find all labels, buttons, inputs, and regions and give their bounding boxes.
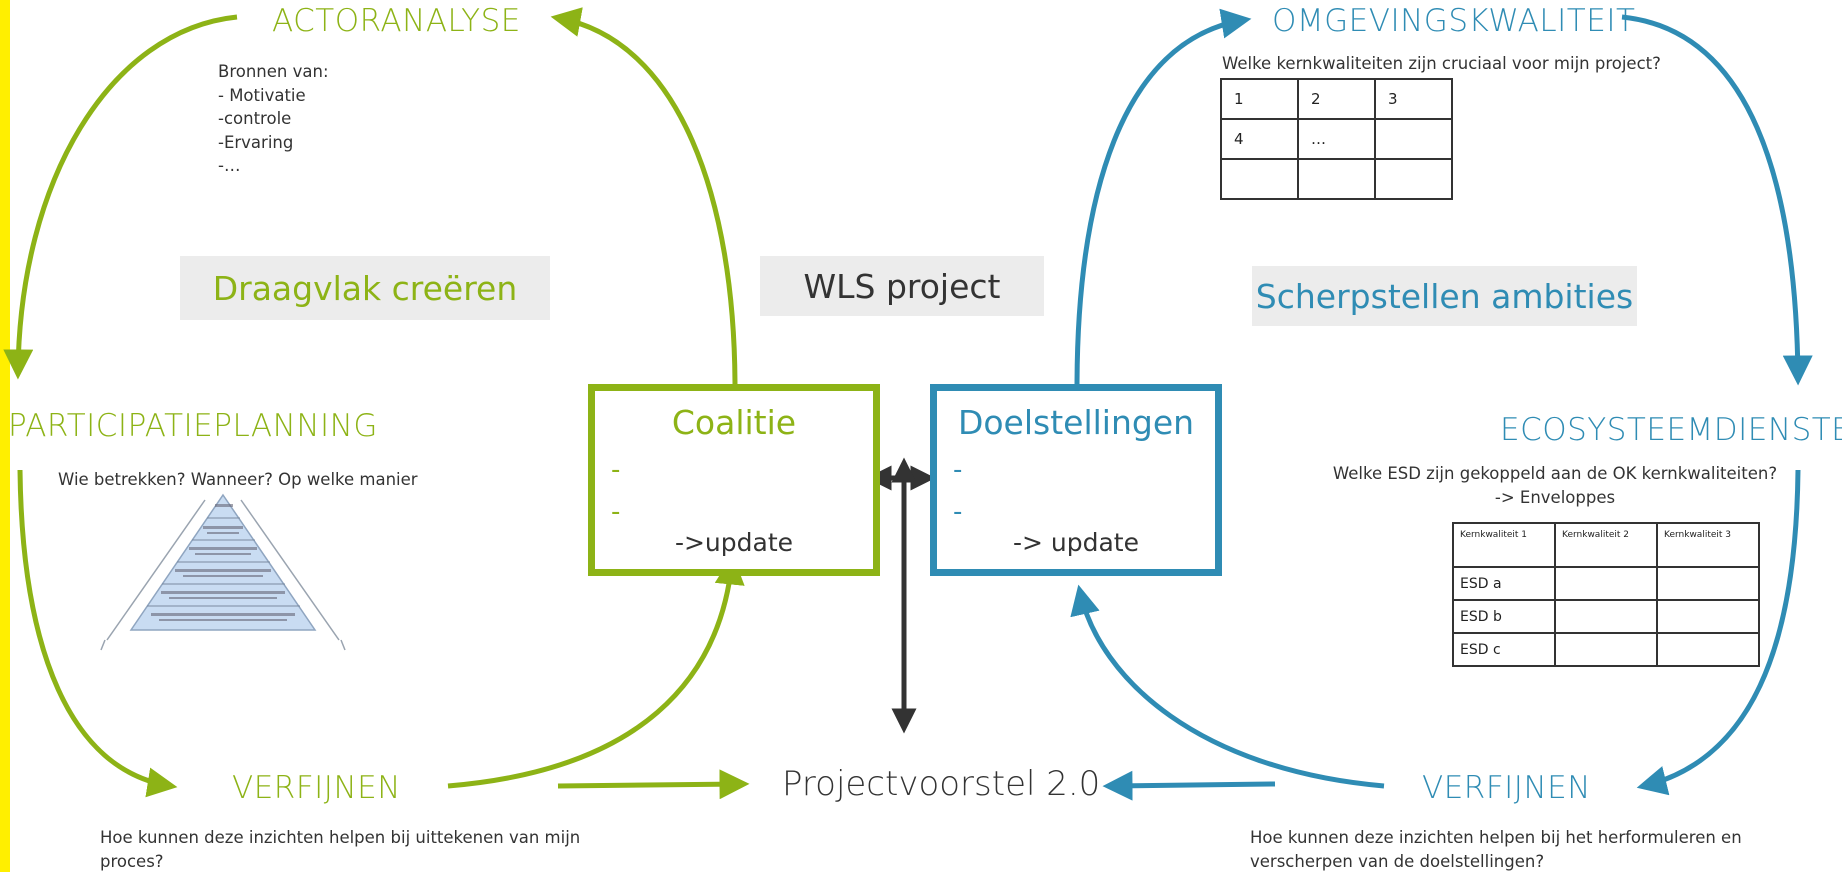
actoranalyse-line: Bronnen van: <box>218 62 329 81</box>
table-cell <box>1554 632 1658 667</box>
table-cell <box>1554 599 1658 634</box>
actoranalyse-sources: Bronnen van: - Motivatie -controle -Erva… <box>218 60 329 178</box>
label-wls-project: WLS project <box>760 256 1044 316</box>
actoranalyse-title: ACTORANALYSE <box>272 3 521 39</box>
arrow-verfijnen-to-projectvoorstel-right <box>1102 770 1276 801</box>
actoranalyse-line: - Motivatie <box>218 85 306 105</box>
actoranalyse-line: -controle <box>218 109 292 128</box>
label-scherpstellen-ambities: Scherpstellen ambities <box>1252 266 1637 326</box>
table-cell: ESD c <box>1452 632 1556 667</box>
label-draagvlak-creeren: Draagvlak creëren <box>180 256 550 320</box>
verfijnen-right-text: Hoe kunnen deze inzichten helpen bij het… <box>1250 828 1742 871</box>
omgevingskwaliteit-question: Welke kernkwaliteiten zijn cruciaal voor… <box>1222 54 1661 73</box>
arrow-eco-to-verfijnen <box>1636 469 1801 796</box>
coalitie-title: Coalitie <box>671 403 797 442</box>
table-cell <box>1656 566 1760 601</box>
table-cell <box>1656 632 1760 667</box>
ecosysteemdiensten-title: ECOSYSTEEMDIENSTEN <box>1500 412 1842 448</box>
ecosysteemdiensten-question: Welke ESD zijn gekoppeld aan de OK kernk… <box>1310 462 1800 509</box>
actoranalyse-line: -… <box>218 156 241 175</box>
table-cell: 2 <box>1297 78 1376 120</box>
verfijnen-right-title: VERFIJNEN <box>1422 770 1591 806</box>
table-header-row: Kernkwaliteit 1 Kernkwaliteit 2 Kernkwal… <box>1452 522 1760 568</box>
projectvoorstel-title: Projectvoorstel 2.0 <box>782 764 1101 804</box>
table-row: 1 2 3 <box>1220 78 1453 120</box>
doelstellingen-dash-2: - <box>953 497 963 527</box>
table-row <box>1220 158 1453 200</box>
table-header-cell: Kernkwaliteit 2 <box>1554 522 1658 568</box>
ecosysteemdiensten-question-line-1: Welke ESD zijn gekoppeld aan de OK kernk… <box>1332 464 1778 483</box>
doelstellingen-update: -> update <box>1012 528 1139 557</box>
actoranalyse-line: -Ervaring <box>218 132 294 152</box>
coalitie-update: ->update <box>674 528 794 557</box>
arrow-verfijnen-to-projectvoorstel <box>557 769 750 800</box>
coalitie-box: Coalitie - - ->update <box>588 384 880 576</box>
arrow-participatie-to-verfijnen <box>17 469 178 798</box>
verfijnen-left-title: VERFIJNEN <box>232 770 401 806</box>
table-cell: ESD a <box>1452 566 1556 601</box>
table-row: 4 … <box>1220 118 1453 160</box>
table-row: ESD c <box>1452 632 1760 667</box>
coalitie-dash-2: - <box>611 497 621 527</box>
participatieplanning-title: PARTICIPATIEPLANNING <box>8 408 378 444</box>
arrow-verfijnen-to-coalitie <box>447 554 745 789</box>
yellow-edge-bar <box>0 0 10 872</box>
arrow-omgeving-to-eco <box>1621 14 1813 386</box>
arrow-doel-to-omgeving <box>1074 8 1252 389</box>
table-header-cell: Kernkwaliteit 1 <box>1452 522 1556 568</box>
kernkwaliteiten-table: 1 2 3 4 … <box>1220 78 1453 200</box>
table-cell <box>1554 566 1658 601</box>
esd-table: Kernkwaliteit 1 Kernkwaliteit 2 Kernkwal… <box>1452 522 1760 667</box>
ecosysteemdiensten-question-line-2: -> Enveloppes <box>1494 487 1616 507</box>
table-cell <box>1656 599 1760 634</box>
participatieplanning-question: Wie betrekken? Wanneer? Op welke manier <box>58 470 418 489</box>
arrow-coalitie-to-actor <box>550 7 738 389</box>
doelstellingen-dash-1: - <box>953 455 963 485</box>
table-cell <box>1374 118 1453 160</box>
table-row: ESD a <box>1452 566 1760 601</box>
participation-pyramid-icon <box>100 493 346 651</box>
table-cell: 3 <box>1374 78 1453 120</box>
table-cell: 1 <box>1220 78 1299 120</box>
coalitie-dash-1: - <box>611 455 621 485</box>
table-cell <box>1220 158 1299 200</box>
omgevingskwaliteit-title: OMGEVINGSKWALITEIT <box>1272 3 1636 39</box>
table-cell: 4 <box>1220 118 1299 160</box>
table-cell: ESD b <box>1452 599 1556 634</box>
verfijnen-left-text: Hoe kunnen deze inzichten helpen bij uit… <box>100 828 581 871</box>
arrow-actor-to-participatie <box>3 14 238 380</box>
table-cell <box>1297 158 1376 200</box>
table-cell <box>1374 158 1453 200</box>
table-row: ESD b <box>1452 599 1760 634</box>
doelstellingen-box: Doelstellingen - - -> update <box>930 384 1222 576</box>
table-cell: … <box>1297 118 1376 160</box>
arrow-verfijnen-to-doel <box>1070 584 1385 789</box>
doelstellingen-title: Doelstellingen <box>957 403 1195 442</box>
table-header-cell: Kernkwaliteit 3 <box>1656 522 1760 568</box>
